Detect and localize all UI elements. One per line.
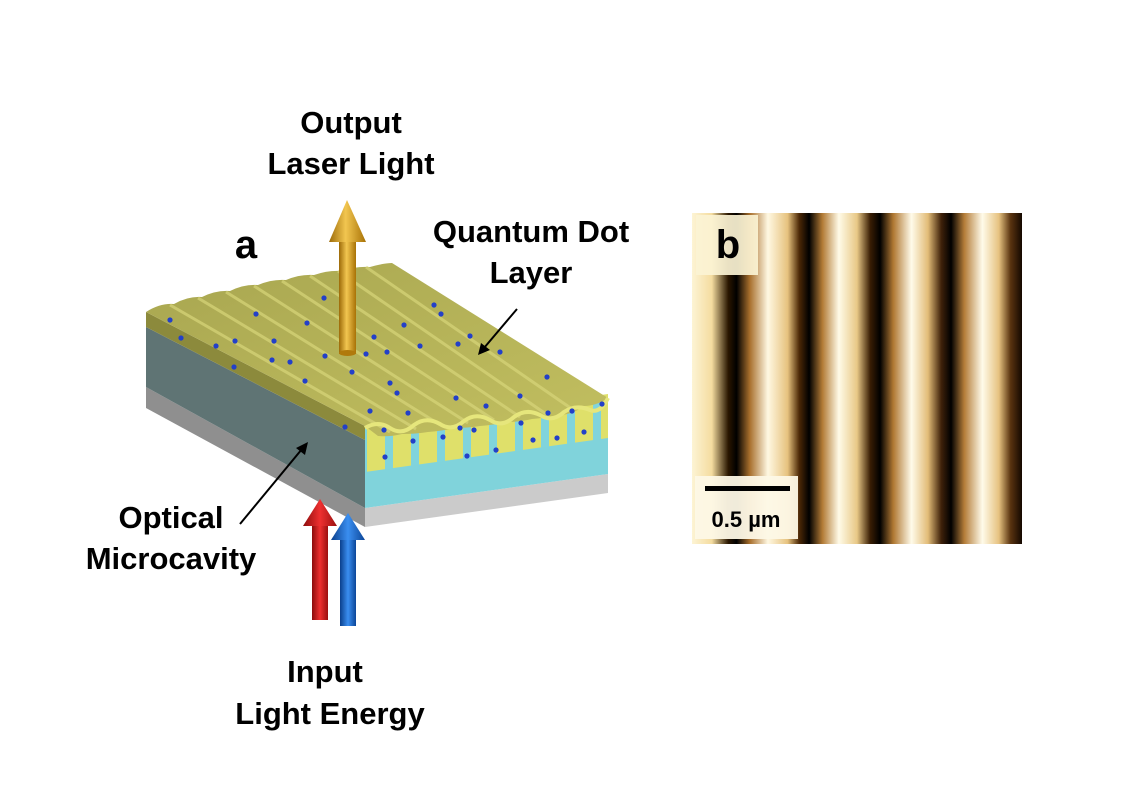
qd-layer-side <box>146 312 365 440</box>
panel-b-label-box <box>696 215 758 275</box>
substrate-front <box>365 474 608 527</box>
cavity-side-face <box>146 327 365 508</box>
qd-layer-top <box>146 263 608 437</box>
panel-b-label: b <box>716 223 740 267</box>
scalebar <box>705 486 790 491</box>
output-laser-arrow <box>329 200 366 356</box>
gold-arrow-head <box>329 200 366 242</box>
cavity-label-line1: Optical <box>118 500 223 535</box>
afm-image-panel: b 0.5 µm <box>692 213 1022 544</box>
device-diagram <box>146 263 610 527</box>
output-label-line1: Output <box>300 105 402 140</box>
qd-label-line1: Quantum Dot <box>433 214 629 249</box>
blue-arrow-shaft <box>340 538 356 626</box>
cavity-pointer-head <box>296 442 308 455</box>
output-label-line2: Laser Light <box>267 146 434 181</box>
input-light-arrows <box>303 499 365 626</box>
red-arrow-head <box>303 499 337 526</box>
scalebar-label: 0.5 µm <box>712 507 781 532</box>
blue-arrow-head <box>331 513 365 540</box>
qd-pointer-head <box>478 343 490 355</box>
substrate-side <box>146 387 365 527</box>
panel-a-label: a <box>235 223 258 267</box>
qd-label-line2: Layer <box>490 255 573 290</box>
red-arrow-shaft <box>312 524 328 620</box>
gold-arrow-shaft <box>339 240 356 354</box>
quantum-dots <box>167 295 605 460</box>
input-label-line2: Light Energy <box>235 696 425 731</box>
input-label-line1: Input <box>287 654 363 689</box>
cavity-label-line2: Microcavity <box>86 541 257 576</box>
callout-pointers <box>239 308 518 525</box>
